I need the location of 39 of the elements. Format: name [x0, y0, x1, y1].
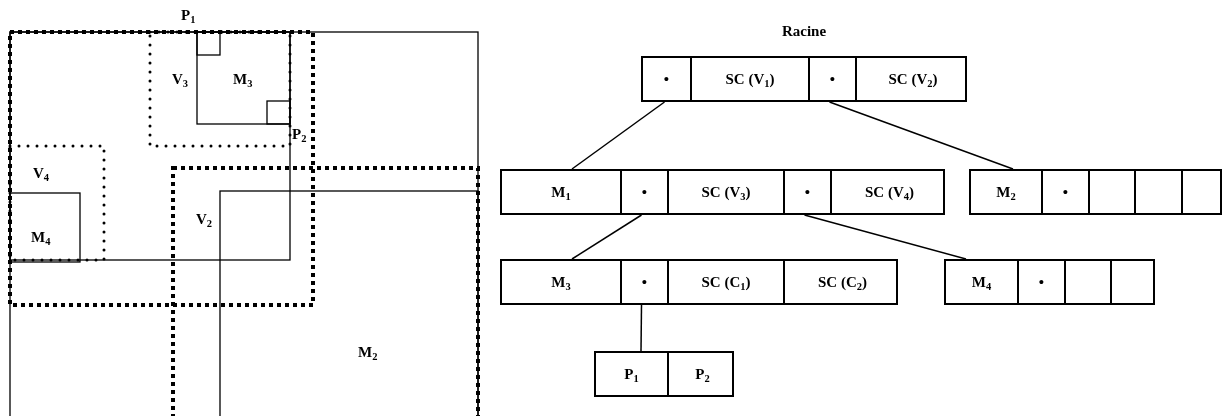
cell-text: •: [829, 71, 836, 87]
connector-line: [640, 304, 643, 352]
record-box: [944, 260, 1155, 305]
connector-line: [828, 101, 1014, 170]
region-label: P$_{1}$: [181, 8, 196, 23]
record-box: [500, 260, 898, 305]
record-box: [641, 24, 967, 102]
cell-text: P$_{1}$: [624, 366, 639, 382]
connector-line: [571, 214, 643, 260]
cell-text: SC (V$_{4}$): [865, 184, 914, 200]
region-label: M$_{2}$: [358, 345, 378, 360]
cell-text: SC (V$_{1}$): [725, 71, 775, 87]
cell-text: •: [663, 71, 670, 87]
region-label: V$_{3}$: [172, 72, 189, 87]
record-box: [969, 170, 1222, 215]
cell-text: SC (V$_{3}$): [701, 184, 751, 200]
record-box: [500, 170, 945, 215]
region-label: M$_{4}$: [31, 230, 51, 245]
region-label: V$_{2}$: [196, 212, 213, 227]
cell-text: •: [1038, 274, 1045, 290]
region-label: P$_{2}$: [292, 127, 307, 142]
cell-text: M$_{3}$: [551, 274, 571, 290]
connector-line: [571, 101, 666, 170]
connector-line: [803, 214, 967, 260]
record-heading: Racine: [781, 24, 827, 39]
cell-text: •: [804, 184, 811, 200]
region-label: M$_{3}$: [233, 72, 253, 87]
cell-text: M$_{1}$: [551, 184, 571, 200]
cell-text: M$_{2}$: [996, 184, 1016, 200]
cell-text: SC (C$_{2}$): [818, 274, 867, 290]
cell-text: •: [641, 184, 648, 200]
cell-text: •: [641, 274, 648, 290]
region-label: V$_{4}$: [33, 166, 50, 181]
record-box: [594, 352, 734, 397]
cell-text: SC (V$_{2}$): [888, 71, 938, 87]
cell-text: •: [1062, 184, 1069, 200]
cell-text: SC (C$_{1}$): [701, 274, 751, 290]
cell-text: P$_{2}$: [695, 366, 710, 382]
cell-text: M$_{4}$: [971, 274, 992, 290]
